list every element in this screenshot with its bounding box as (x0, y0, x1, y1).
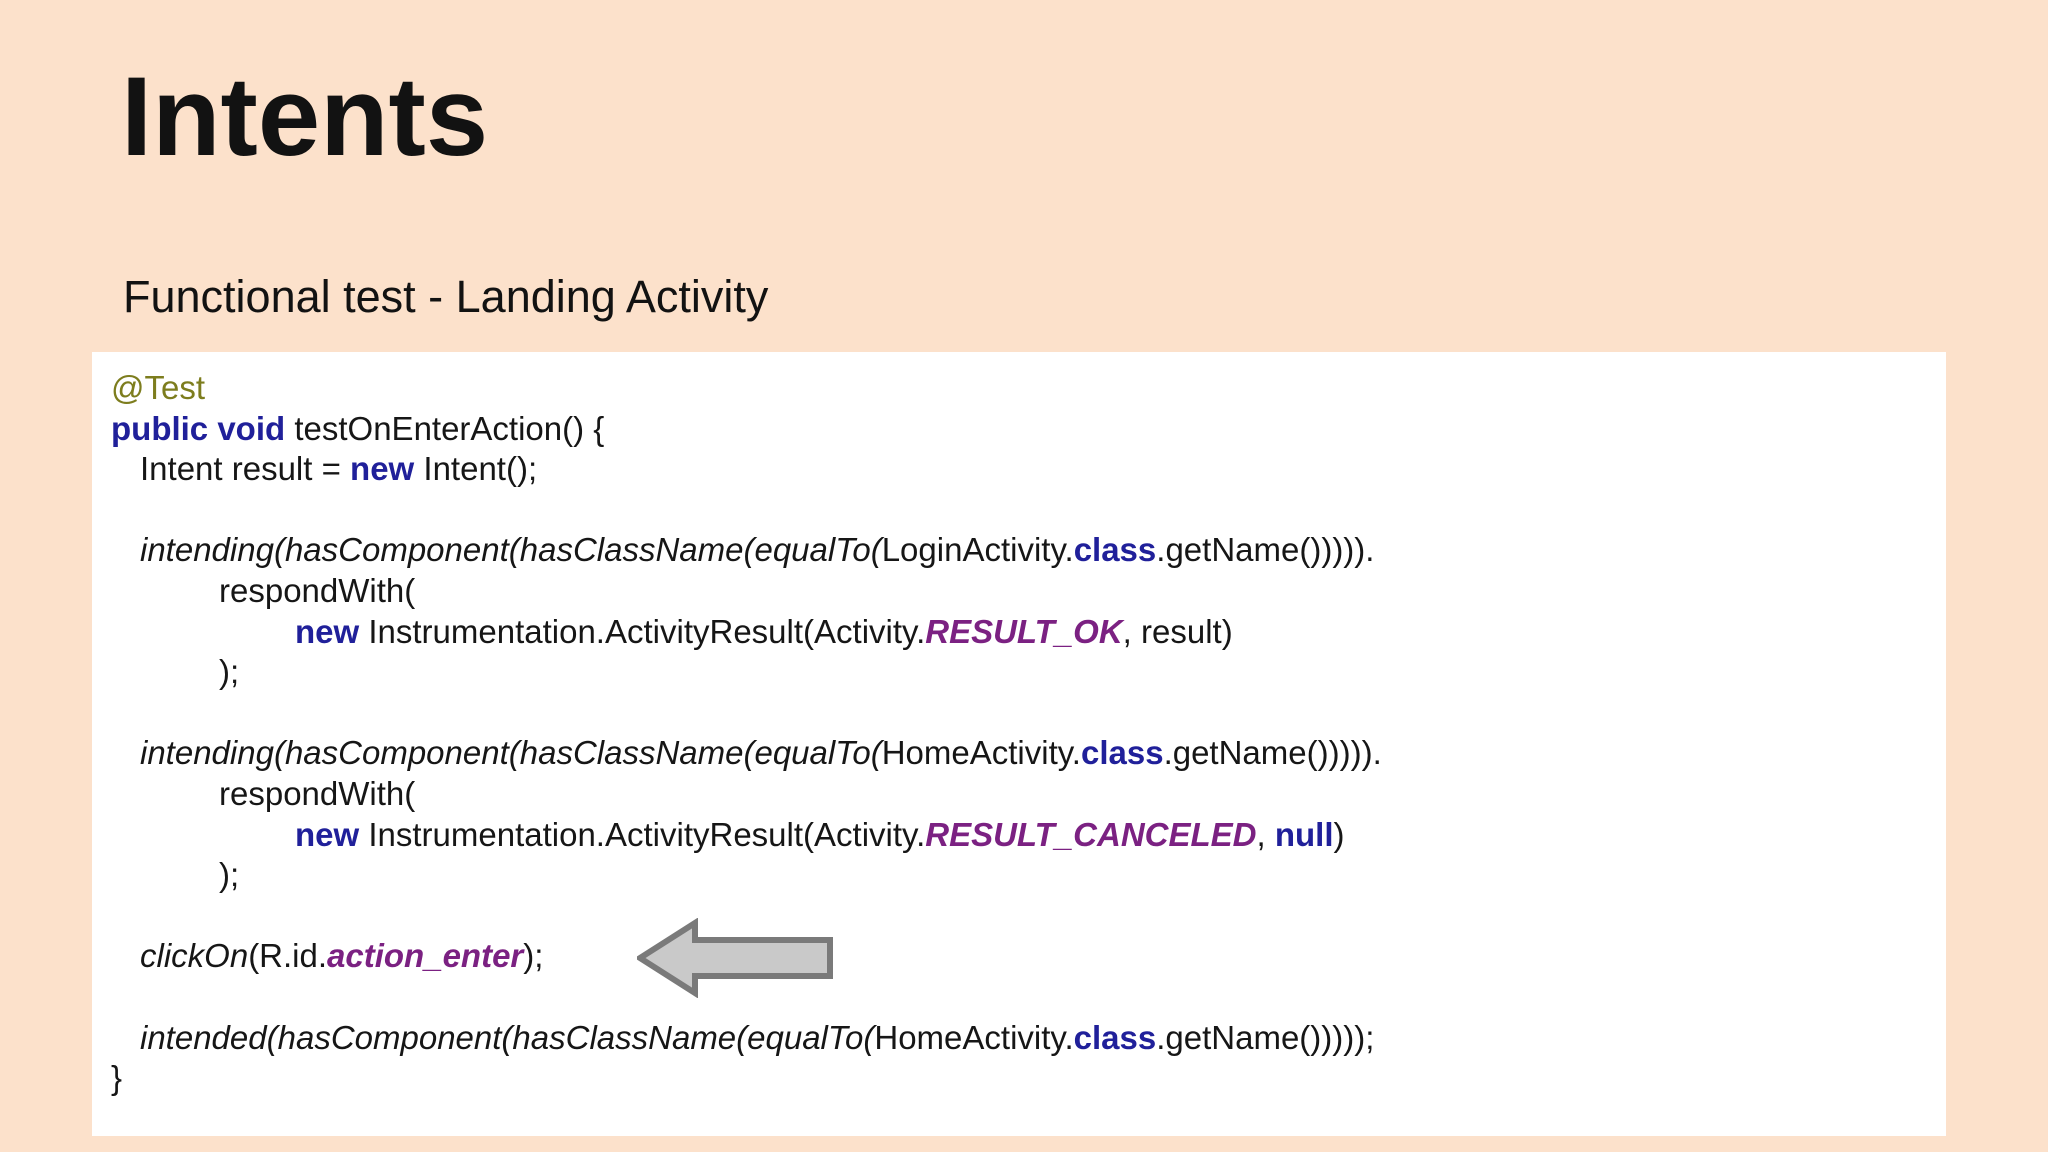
code-token-constant: RESULT_OK (925, 612, 1123, 650)
code-line (111, 490, 1946, 531)
code-token-plain: Intent(); (414, 450, 538, 488)
code-line (111, 693, 1946, 734)
code-token-method: intended(hasComponent(hasClassName(equal… (140, 1018, 875, 1056)
code-line: Intent result = new Intent(); (140, 449, 1946, 490)
code-line: respondWith( (219, 571, 1946, 612)
code-token-plain: , result) (1122, 612, 1233, 650)
code-token-keyword: new (295, 612, 360, 650)
code-line (111, 896, 1946, 937)
code-token-constant: action_enter (327, 937, 524, 975)
code-line: ); (219, 855, 1946, 896)
code-line: new Instrumentation.ActivityResult(Activ… (295, 815, 1946, 856)
code-token-keyword: null (1274, 815, 1334, 853)
code-token-plain: ); (523, 937, 544, 975)
page-title: Intents (121, 54, 489, 179)
code-token-plain: .getName())))). (1156, 531, 1375, 569)
code-token-plain: , (1256, 815, 1275, 853)
code-line: intending(hasComponent(hasClassName(equa… (140, 733, 1946, 774)
code-token-plain: } (111, 1059, 123, 1097)
code-token-keyword: new (295, 815, 360, 853)
code-token-keyword: public void (111, 409, 286, 447)
code-line: @Test (111, 368, 1946, 409)
left-arrow-icon (637, 918, 833, 998)
code-token-keyword: new (350, 450, 415, 488)
code-token-plain: respondWith( (219, 774, 416, 812)
code-line (111, 977, 1946, 1018)
code-line: ); (219, 652, 1946, 693)
slide-subtitle: Functional test - Landing Activity (123, 271, 769, 322)
code-token-keyword: class (1073, 1018, 1157, 1056)
code-line: respondWith( (219, 774, 1946, 815)
code-line: public void testOnEnterAction() { (111, 409, 1946, 450)
code-token-plain: Instrumentation.ActivityResult(Activity. (359, 815, 926, 853)
code-token-keyword: class (1073, 531, 1157, 569)
code-line: clickOn(R.id.action_enter); (140, 936, 1946, 977)
code-token-plain: HomeActivity. (881, 734, 1081, 772)
code-token-keyword: class (1080, 734, 1164, 772)
code-token-method: clickOn (140, 937, 249, 975)
code-token-plain: LoginActivity. (881, 531, 1074, 569)
code-token-method: intending(hasComponent(hasClassName(equa… (140, 734, 882, 772)
code-token-plain: ) (1333, 815, 1345, 853)
code-token-constant: RESULT_CANCELED (925, 815, 1257, 853)
code-token-plain: ); (219, 856, 240, 894)
code-token-plain: .getName())))); (1156, 1018, 1375, 1056)
code-token-plain: testOnEnterAction() { (285, 409, 605, 447)
code-token-plain: ); (219, 653, 240, 691)
code-token-plain: Instrumentation.ActivityResult(Activity. (359, 612, 926, 650)
code-token-plain: Intent result = (140, 450, 351, 488)
code-line: intending(hasComponent(hasClassName(equa… (140, 530, 1946, 571)
code-token-plain: respondWith( (219, 571, 416, 609)
code-line: intended(hasComponent(hasClassName(equal… (140, 1018, 1946, 1059)
code-line: new Instrumentation.ActivityResult(Activ… (295, 612, 1946, 653)
code-token-annotation: @Test (111, 369, 206, 406)
code-token-plain: (R.id. (248, 937, 328, 975)
code-token-method: intending(hasComponent(hasClassName(equa… (140, 531, 882, 569)
code-token-plain: .getName())))). (1163, 734, 1382, 772)
left-arrow-shape (637, 918, 833, 998)
code-line: } (111, 1058, 1946, 1099)
code-token-plain: HomeActivity. (874, 1018, 1074, 1056)
